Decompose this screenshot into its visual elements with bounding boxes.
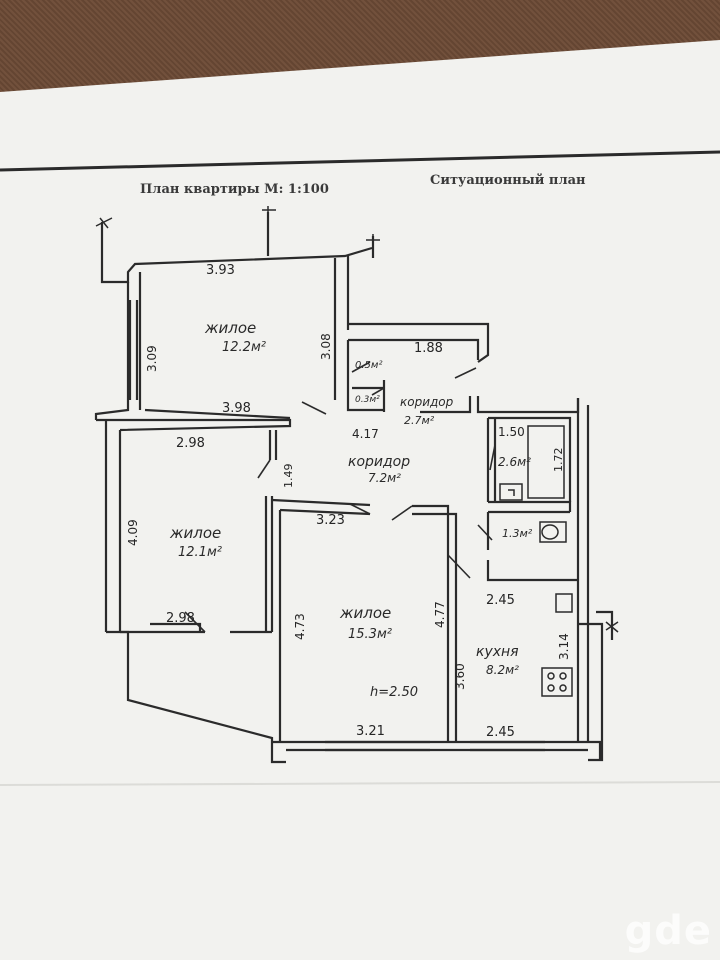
dim-321: 3.21 [356,724,385,739]
header-rule [0,150,720,172]
dim-172: 1.72 [552,448,565,473]
watermark-logo: gde [624,908,712,954]
dim-473: 4.73 [293,613,307,640]
dim-409: 4.09 [126,519,140,546]
bathtub-icon [527,425,565,499]
dim-309: 3.09 [145,345,159,372]
dim-245-mid: 2.45 [486,593,515,608]
door-swings [184,361,496,633]
paper-sheet [0,40,720,960]
corridor-main-name: коридор [348,454,410,470]
corridor-small-area: 2.7м² [404,414,435,427]
closet1-area: 0.5м² [355,360,382,371]
ventilation-mark-icon-2 [262,206,276,218]
dim-323: 3.23 [316,513,345,528]
dim-245-bottom: 2.45 [486,725,515,740]
dim-188: 1.88 [414,341,443,356]
kitchen-area: 8.2м² [486,663,519,677]
kitchen-sink-icon [555,593,573,613]
dim-417: 4.17 [352,427,379,441]
room2-name: жилое [169,524,221,542]
dim-298-top: 2.98 [176,436,205,451]
room2-area: 12.1м² [178,545,222,560]
walls [94,212,614,764]
room1-area: 12.2м² [222,340,266,355]
ventilation-mark-icon [95,217,113,229]
room1-name: жилое [204,319,256,337]
room3-name: жилое [339,604,391,622]
kitchen-name: кухня [476,644,519,660]
wc-area: 1.3м² [502,527,533,540]
room3-area: 15.3м² [348,627,392,642]
fixtures [95,206,619,697]
corridor-small-name: коридор [400,395,454,409]
situation-plan-title: Ситуационный план [430,173,586,188]
dim-150: 1.50 [498,425,525,439]
ceiling-height: h=2.50 [370,685,418,700]
dim-477: 4.77 [433,601,447,628]
ventilation-mark-icon-3 [366,234,380,246]
dim-393: 3.93 [206,263,235,278]
stove-icon [541,667,573,697]
bath-area: 2.6м² [498,455,531,469]
corridor-main-area: 7.2м² [368,471,401,485]
dim-360: 3.60 [453,663,467,690]
sink-icon [499,483,523,501]
dim-149: 1.49 [282,464,295,489]
dim-314: 3.14 [557,633,571,660]
ventilation-mark-icon-4 [605,621,619,633]
plan-title: План квартиры М: 1:100 [140,182,329,197]
dim-298-bottom: 2.98 [166,611,195,626]
dim-308: 3.08 [319,333,333,360]
closet2-area: 0.3м² [355,395,380,405]
dim-398: 3.98 [222,401,251,416]
toilet-icon [539,521,567,543]
